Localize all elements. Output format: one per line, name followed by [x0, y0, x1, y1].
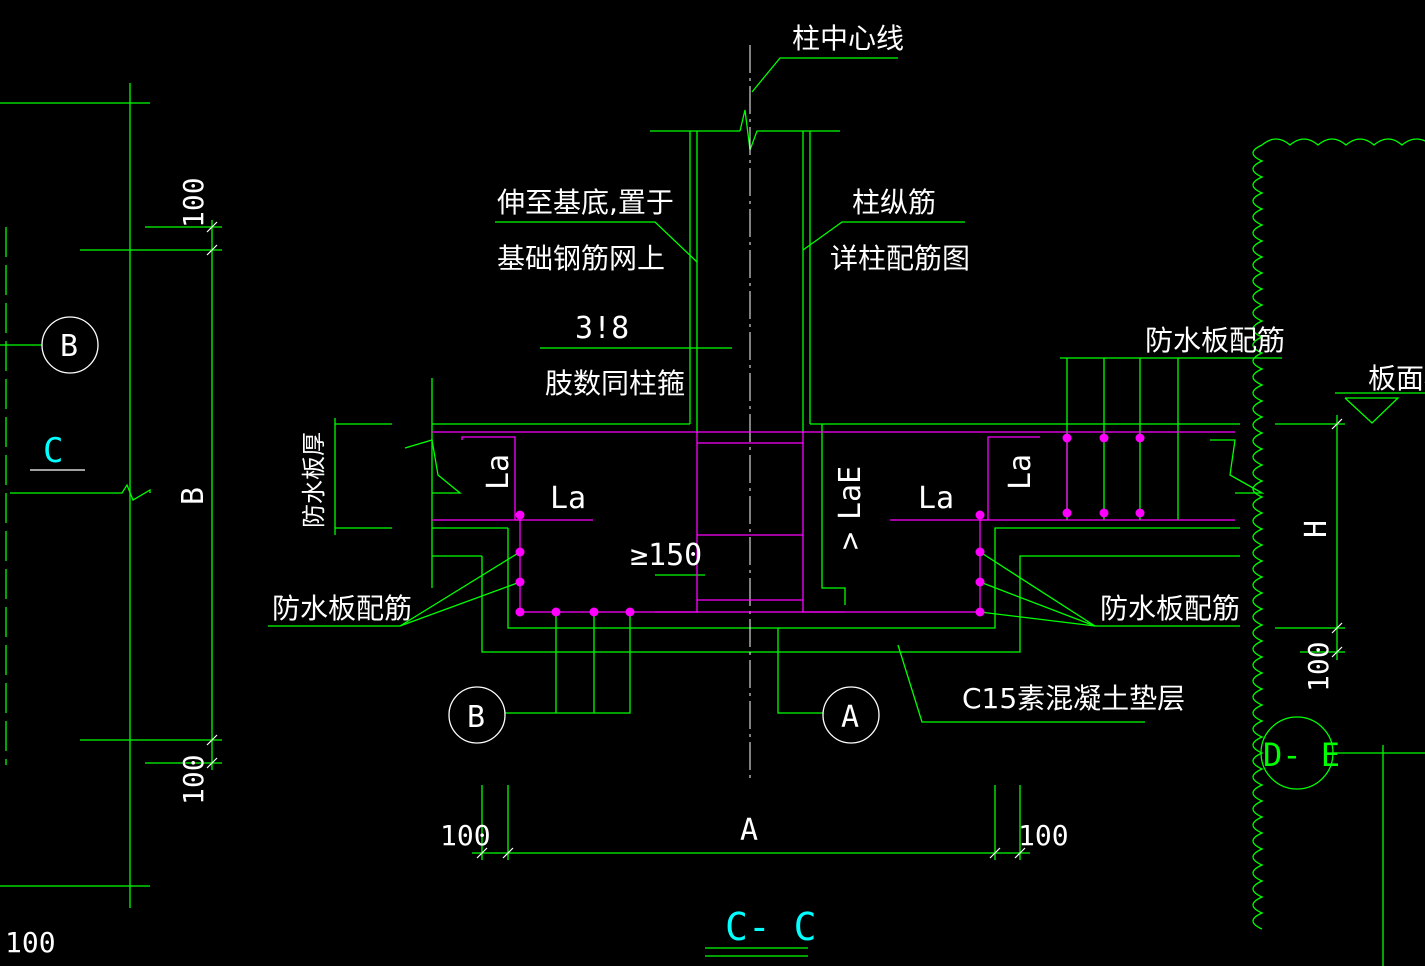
rebar-dots	[515, 433, 1145, 617]
left-view-title: C	[43, 431, 63, 471]
dim-H: H	[1299, 520, 1334, 538]
column-break-mark	[739, 109, 770, 151]
bubble-bottom-b-text: B	[467, 700, 485, 735]
leader-cushion	[897, 644, 1145, 723]
rebar-lines	[432, 431, 1235, 613]
dim-100-far-left: 100	[5, 926, 56, 959]
label-slab-top-elevation: 板面标	[1368, 362, 1425, 395]
concrete-outlines	[0, 57, 1425, 966]
dim-100-bottom-b: 100	[1018, 819, 1069, 852]
bubble-right-de-text: D- E	[1263, 736, 1340, 774]
slab-hook-right	[987, 436, 1040, 485]
footing-inner-outline	[507, 527, 1240, 629]
label-laE: LaE	[833, 466, 868, 520]
cushion-outline	[481, 555, 1240, 653]
label-column-rebar-1: 柱纵筋	[852, 186, 936, 219]
leader-centerline	[751, 57, 898, 93]
dim-100-bottom-a: 100	[440, 819, 491, 852]
label-stirrup-spec: 3!8	[575, 311, 629, 346]
label-slab-rebar-left: 防水板配筋	[272, 592, 412, 625]
axis-bubble-left-b	[41, 316, 99, 374]
label-extend-base-2: 基础钢筋网上	[497, 242, 665, 275]
label-stirrup-note: 肢数同柱箍	[545, 367, 685, 400]
label-column-rebar-2: 详柱配筋图	[830, 242, 970, 275]
dim-A: A	[740, 813, 758, 848]
label-slab-thickness: 防水板厚	[300, 432, 328, 528]
leader-left-rebar	[399, 581, 521, 627]
label-column-centerline: 柱中心线	[792, 22, 904, 55]
rock-wall-top	[1261, 138, 1425, 146]
bubble-a-leader	[777, 628, 823, 714]
dim-100-right: 100	[1302, 641, 1335, 692]
leader-column-rebar	[802, 221, 965, 251]
slab-left-break	[404, 439, 462, 494]
label-slab-rebar-top: 防水板配筋	[1145, 324, 1285, 357]
bubble-b-leader	[505, 612, 631, 714]
dim-100-top-left: 100	[177, 177, 210, 228]
dim-100-bottom-left: 100	[177, 754, 210, 805]
slab-right-break	[1210, 439, 1265, 494]
axis-bubble-right-de	[1260, 716, 1334, 790]
column-rebar-hook-left	[655, 432, 698, 613]
label-slab-rebar-right: 防水板配筋	[1100, 592, 1240, 625]
label-la-top-right: La	[1003, 454, 1038, 490]
label-ge-sym: >	[833, 532, 868, 550]
text-labels: 柱中心线 伸至基底,置于 基础钢筋网上 柱纵筋 详柱配筋图 3!8 肢数同柱箍 …	[5, 22, 1425, 959]
leader-right-rebar	[979, 581, 1096, 627]
axis-bubble-bottom-b	[448, 686, 506, 744]
leader-extend-base	[495, 221, 698, 263]
elevation-triangle	[1344, 397, 1400, 424]
slab-hook-left	[461, 436, 516, 520]
label-la-top-left: La	[481, 454, 516, 490]
dimension-ticks	[206, 221, 1343, 859]
laE-bracket	[821, 424, 846, 605]
label-la-mid-left: La	[550, 481, 586, 516]
label-extend-base-1: 伸至基底,置于	[497, 186, 674, 219]
axis-bubble-bottom-a	[822, 686, 880, 744]
left-view-break-line	[10, 483, 151, 501]
column-rebar-hook-right	[802, 432, 845, 613]
leader-right-rebar	[979, 611, 1096, 627]
label-min-150: ≥150	[630, 538, 702, 573]
bubble-bottom-a-text: A	[841, 700, 859, 735]
rock-wall-line	[1252, 144, 1264, 930]
label-la-mid-right: La	[918, 481, 954, 516]
footing-bottom-rebar	[519, 520, 981, 613]
axis-bubbles	[41, 316, 880, 744]
bubble-left-b-text: B	[60, 329, 78, 364]
label-cushion-layer: C15素混凝土垫层	[962, 682, 1185, 715]
dim-B: B	[176, 487, 211, 505]
section-title: C- C	[725, 905, 817, 949]
